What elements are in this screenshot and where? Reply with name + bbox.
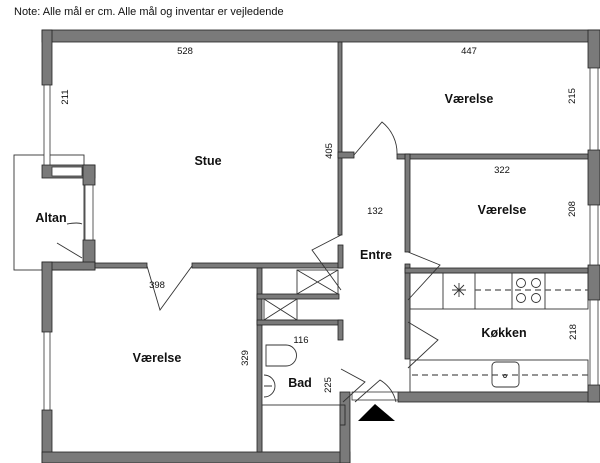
dim-stue-window: 211 [60, 89, 71, 104]
plan-note: Note: Alle mål er cm. Alle mål og invent… [14, 6, 284, 18]
room-label-vaerelse-bottom: Værelse [133, 351, 182, 365]
closets [261, 269, 341, 453]
dim-stue-width: 528 [177, 46, 193, 57]
room-label-bad: Bad [288, 376, 312, 390]
dim-vaerelse-top-width: 447 [461, 46, 477, 57]
dim-stue-depth: 405 [324, 143, 335, 159]
dim-koekken-depth: 218 [568, 324, 579, 340]
dim-vaerelse-top-depth: 215 [567, 88, 578, 104]
sink-icon [263, 374, 276, 398]
dim-bad-width: 116 [293, 335, 308, 346]
dim-vaerelse-mid-width: 322 [494, 165, 510, 176]
toilet-icon [265, 344, 297, 367]
dim-vaerelse-bottom-depth: 329 [240, 350, 251, 366]
extractor-icon [452, 283, 466, 297]
windows [43, 67, 599, 411]
dim-vaerelse-mid-depth: 208 [567, 201, 578, 217]
room-label-koekken: Køkken [481, 326, 526, 340]
room-label-vaerelse-top: Værelse [445, 92, 494, 106]
room-label-vaerelse-mid: Værelse [478, 203, 527, 217]
dim-bad-depth: 225 [323, 377, 334, 393]
dim-vaerelse-bottom-width: 398 [149, 280, 165, 291]
room-label-entre: Entre [360, 248, 392, 262]
kitchen-fixtures [409, 272, 589, 393]
room-label-stue: Stue [194, 154, 221, 168]
bath-fixtures [263, 344, 297, 398]
entrance-arrow-icon [358, 404, 395, 421]
outer-walls [41, 29, 600, 463]
interior-walls [94, 41, 589, 453]
doors [146, 121, 441, 403]
room-label-altan: Altan [35, 211, 66, 225]
dim-entre-width: 132 [367, 206, 383, 217]
